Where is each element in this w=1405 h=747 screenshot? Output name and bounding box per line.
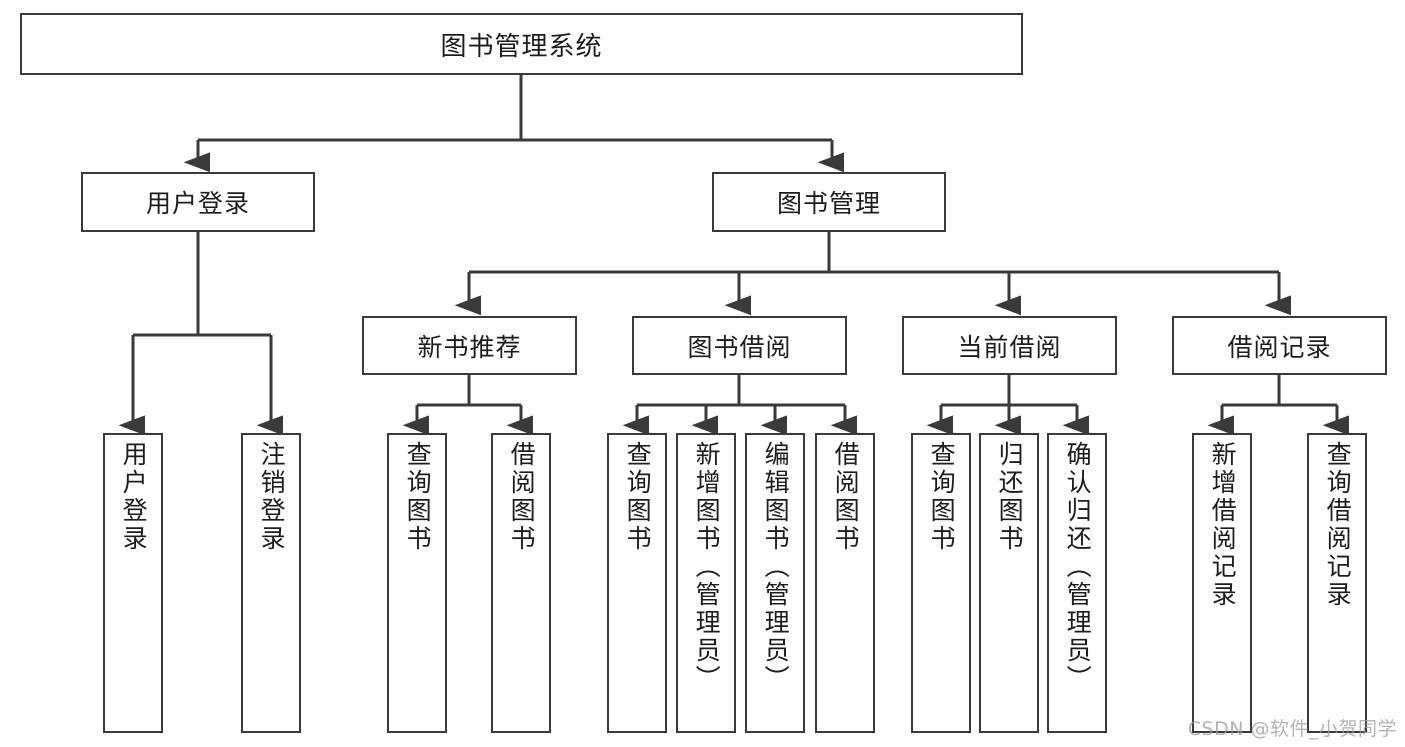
node-leaf-user-login[interactable]: 用户登录 xyxy=(103,433,163,733)
node-leaf-query-record[interactable]: 查询借阅记录 xyxy=(1307,433,1367,733)
node-leaf-borrow-book-2-label: 借阅图书 xyxy=(831,441,861,553)
node-leaf-edit-book[interactable]: 编辑图书（管理员） xyxy=(745,433,805,733)
node-borrow-record-label: 借阅记录 xyxy=(1227,332,1332,362)
node-leaf-query-book-1[interactable]: 查询图书 xyxy=(387,433,447,733)
node-current-borrow[interactable]: 当前借阅 xyxy=(902,316,1117,375)
node-current-borrow-label: 当前借阅 xyxy=(957,332,1062,362)
node-leaf-query-book-2[interactable]: 查询图书 xyxy=(607,433,667,733)
node-leaf-user-logout-label: 注销登录 xyxy=(257,441,287,553)
node-leaf-edit-book-label: 编辑图书（管理员） xyxy=(761,441,791,693)
watermark: CSDN @软件_小贺同学 xyxy=(1187,718,1397,740)
node-leaf-return-book-label: 归还图书 xyxy=(995,441,1025,553)
node-leaf-query-book-2-label: 查询图书 xyxy=(623,441,653,553)
node-leaf-return-book[interactable]: 归还图书 xyxy=(979,433,1039,733)
node-leaf-confirm-return-label: 确认归还（管理员） xyxy=(1063,441,1093,693)
node-leaf-add-record-label: 新增借阅记录 xyxy=(1208,441,1238,609)
node-leaf-borrow-book-2[interactable]: 借阅图书 xyxy=(815,433,875,733)
node-leaf-add-book-label: 新增图书（管理员） xyxy=(692,441,722,693)
node-leaf-query-record-label: 查询借阅记录 xyxy=(1323,441,1353,609)
node-leaf-user-login-label: 用户登录 xyxy=(119,441,149,553)
node-new-book-recommend-label: 新书推荐 xyxy=(417,332,522,362)
node-leaf-add-record[interactable]: 新增借阅记录 xyxy=(1192,433,1252,733)
node-book-manage-label: 图书管理 xyxy=(776,189,881,218)
node-user-login[interactable]: 用户登录 xyxy=(81,172,315,232)
node-new-book-recommend[interactable]: 新书推荐 xyxy=(362,316,577,375)
node-book-borrow-label: 图书借阅 xyxy=(687,332,792,362)
node-leaf-borrow-book-1[interactable]: 借阅图书 xyxy=(491,433,551,733)
node-leaf-confirm-return[interactable]: 确认归还（管理员） xyxy=(1047,433,1107,733)
node-root-label: 图书管理系统 xyxy=(440,31,603,62)
node-book-manage[interactable]: 图书管理 xyxy=(712,172,946,232)
node-leaf-borrow-book-1-label: 借阅图书 xyxy=(507,441,537,553)
node-root[interactable]: 图书管理系统 xyxy=(20,13,1023,75)
node-book-borrow[interactable]: 图书借阅 xyxy=(632,316,847,375)
node-leaf-query-book-1-label: 查询图书 xyxy=(403,441,433,553)
node-leaf-user-logout[interactable]: 注销登录 xyxy=(241,433,301,733)
node-leaf-add-book[interactable]: 新增图书（管理员） xyxy=(676,433,736,733)
node-user-login-label: 用户登录 xyxy=(145,189,250,218)
node-leaf-query-book-3-label: 查询图书 xyxy=(927,441,957,553)
node-borrow-record[interactable]: 借阅记录 xyxy=(1172,316,1387,375)
node-leaf-query-book-3[interactable]: 查询图书 xyxy=(911,433,971,733)
